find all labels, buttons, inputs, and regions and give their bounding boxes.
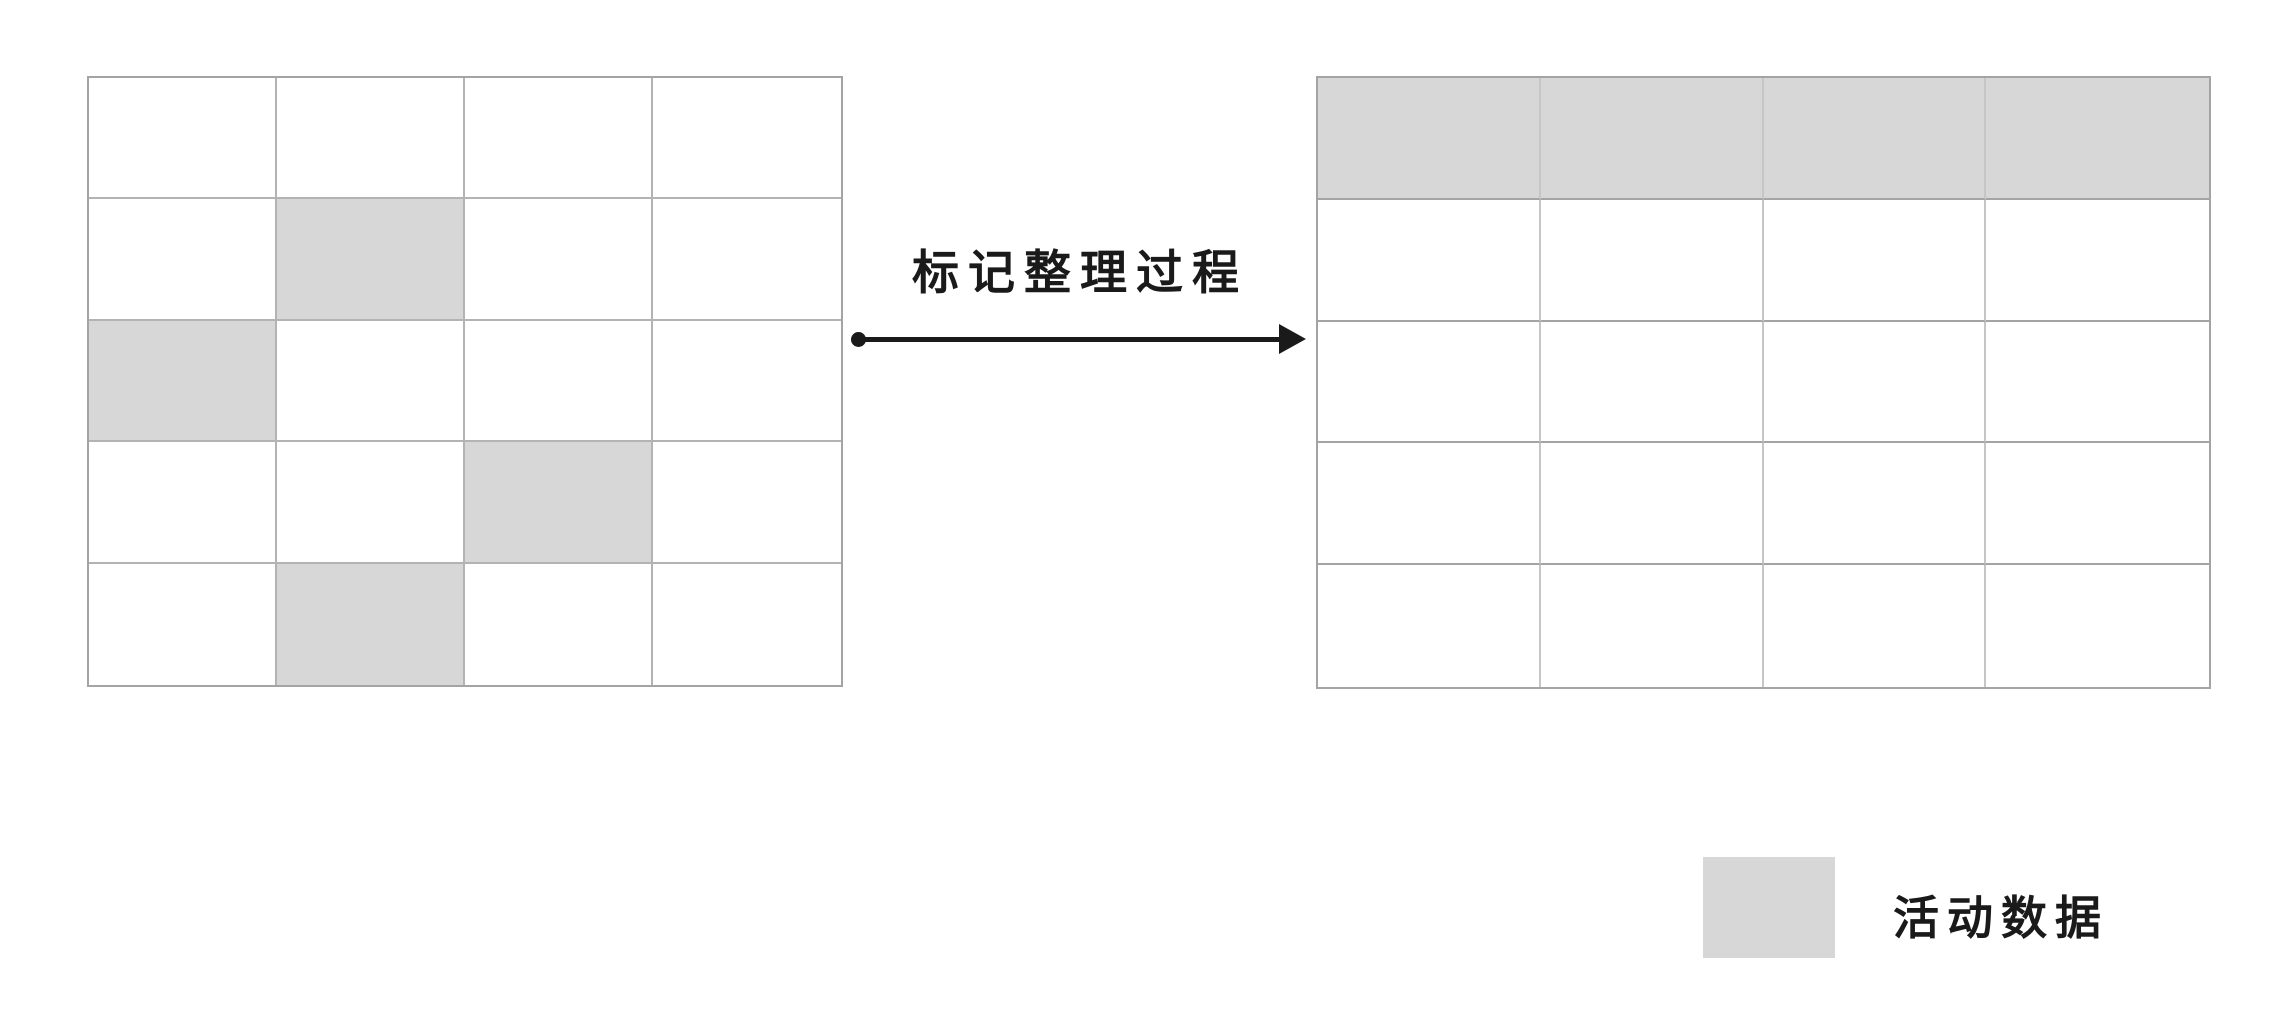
source-cell-r2-c0 [89,320,277,443]
source-cell-r1-c2 [465,199,653,321]
legend-swatch [1703,857,1835,958]
result-cell-r0-c2 [1763,78,1987,200]
source-cell-r3-c1 [277,442,465,564]
result-cell-r0-c1 [1540,78,1764,200]
result-cell-r1-c3 [1986,200,2209,322]
result-cell-r3-c1 [1540,443,1764,566]
source-cell-r1-c3 [653,199,841,321]
result-cell-r3-c2 [1763,443,1987,566]
result-cell-r4-c0 [1318,565,1541,687]
arrow-right-icon [1279,324,1306,354]
source-cell-r0-c3 [653,78,841,200]
result-table [1316,76,2211,689]
source-cell-r3-c0 [89,442,277,564]
result-cell-r4-c2 [1764,565,1987,687]
result-cell-r2-c2 [1763,321,1987,444]
result-cell-r1-c1 [1540,199,1764,322]
source-data-grid [87,76,843,687]
source-cell-r0-c1 [277,78,465,200]
source-cell-r4-c0 [89,563,277,685]
result-cell-r4-c3 [1986,565,2209,687]
source-cell-r2-c1 [277,320,465,443]
source-cell-r2-c2 [465,320,653,443]
source-cell-r1-c0 [89,199,277,321]
source-cell-r4-c3 [653,564,841,685]
result-cell-r1-c2 [1763,199,1987,322]
source-cell-r2-c3 [653,321,841,443]
source-cell-r4-c2 [465,563,653,685]
result-cell-r3-c0 [1318,443,1541,566]
source-cell-r0-c0 [89,78,277,200]
result-cell-r4-c1 [1541,565,1764,687]
source-cell-r0-c2 [465,78,653,200]
result-cell-r2-c3 [1986,322,2209,444]
result-cell-r0-c3 [1986,78,2209,200]
source-cell-r3-c3 [653,442,841,564]
result-cell-r2-c0 [1318,321,1541,444]
result-cell-r1-c0 [1318,199,1541,322]
source-cell-r1-c1 [277,199,465,321]
source-cell-r4-c1 [277,563,465,685]
process-arrow-label: 标记整理过程 [912,246,1248,301]
legend-label: 活动数据 [1893,891,2109,945]
source-cell-r3-c2 [465,442,653,564]
result-cell-r0-c0 [1318,78,1541,200]
result-cell-r3-c3 [1986,443,2209,566]
result-cell-r2-c1 [1540,321,1764,444]
arrow-shaft [858,337,1284,342]
